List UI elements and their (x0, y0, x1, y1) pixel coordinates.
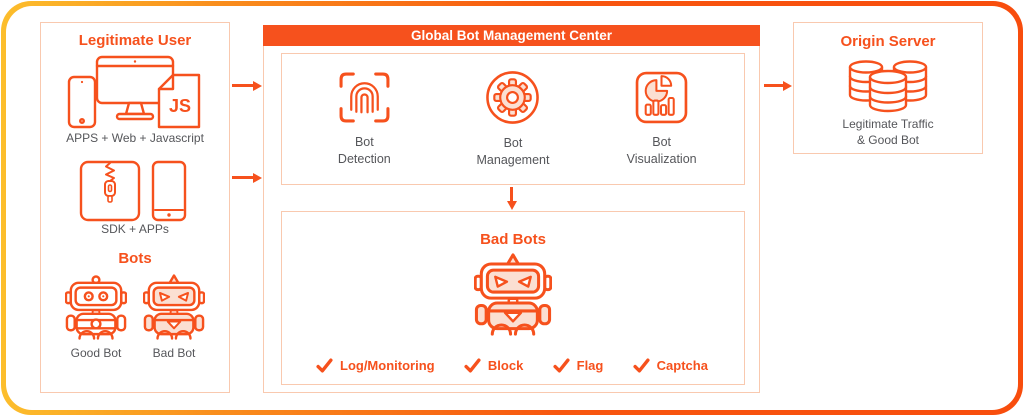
bad-bots-title: Bad Bots (480, 231, 546, 248)
sdk-package-phone-icon (79, 160, 187, 221)
check-icon (316, 358, 333, 373)
arrow-center-to-origin (764, 84, 783, 87)
js-badge: JS (169, 96, 191, 116)
bad-bot-label: Bad Bot (152, 346, 196, 361)
database-stack-icon (842, 55, 934, 117)
sdk-caption: SDK + APPs (101, 221, 169, 236)
bad-bot-icon (143, 274, 205, 340)
bots-title: Bots (118, 250, 152, 268)
function-label: Bot Visualization (626, 134, 697, 166)
legitimate-user-title: Legitimate User (78, 32, 192, 49)
action-flag: Flag (553, 358, 603, 373)
check-icon (553, 358, 570, 373)
function-bot-visualization: Bot Visualization (597, 71, 727, 168)
bots-row: Good Bot Bad Bot (65, 274, 205, 362)
action-log-monitoring: Log/Monitoring (316, 358, 435, 373)
check-icon (633, 358, 650, 373)
action-captcha: Captcha (633, 358, 708, 373)
devices-caption: APPS + Web + Javascript (66, 131, 204, 145)
arrow-user-to-center-top (232, 84, 253, 87)
bad-bots-box: Bad Bots Log/Monitoring Block Flag Captc… (281, 211, 745, 385)
check-icon (464, 358, 481, 373)
good-bot-icon (65, 274, 127, 340)
good-bot-group: Good Bot (65, 274, 127, 362)
origin-server-panel: Origin Server Legitimate Traffic & Good … (793, 22, 983, 154)
action-block: Block (464, 358, 523, 373)
function-bot-detection: Bot Detection (299, 71, 429, 168)
functions-box: Bot Detection Bot Management Bot Visuali… (281, 53, 745, 185)
bad-bot-icon (474, 253, 552, 336)
center-header-bar: Global Bot Management Center (263, 25, 760, 46)
gear-icon (485, 70, 540, 125)
monitor-phone-js-icon: JS (67, 55, 201, 129)
function-label: Bot Detection (337, 134, 391, 166)
fingerprint-scan-icon (338, 71, 391, 124)
function-label: Bot Management (476, 135, 550, 167)
bad-bot-group: Bad Bot (143, 274, 205, 362)
legitimate-user-panel: Legitimate User JS APPS + Web + Javascri… (40, 22, 230, 393)
center-group-outline (263, 46, 760, 393)
function-bot-management: Bot Management (448, 70, 578, 169)
bad-bots-actions: Log/Monitoring Block Flag Captcha (316, 358, 708, 373)
origin-server-caption: Legitimate Traffic & Good Bot (842, 117, 934, 147)
good-bot-label: Good Bot (70, 346, 122, 361)
origin-server-title: Origin Server (840, 33, 936, 50)
center-header-title: Global Bot Management Center (410, 28, 613, 43)
arrow-user-to-center-bottom (232, 176, 253, 179)
arrow-functions-to-badbots (510, 187, 513, 201)
pie-bar-chart-icon (635, 71, 688, 124)
